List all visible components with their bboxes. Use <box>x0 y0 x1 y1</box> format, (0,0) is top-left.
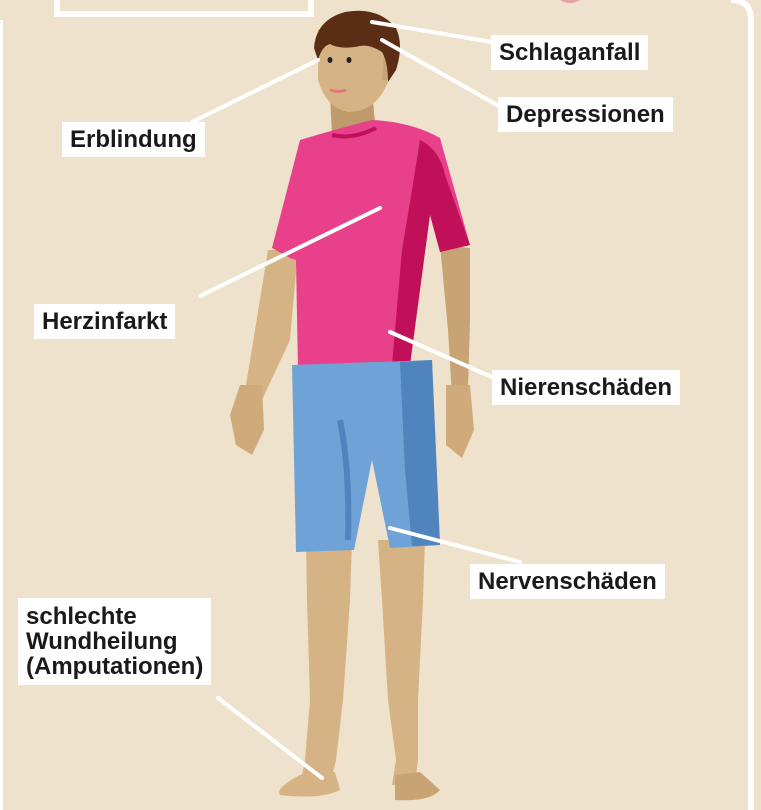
right-foot <box>395 772 440 800</box>
label-schlaganfall: Schlaganfall <box>491 35 648 70</box>
left-foot <box>279 772 340 797</box>
leader-erblindung <box>192 60 318 122</box>
label-herzinfarkt: Herzinfarkt <box>34 304 175 339</box>
left-leg <box>300 540 352 785</box>
right-arm <box>440 245 470 395</box>
top-caption-box <box>57 0 311 14</box>
left-arm <box>246 250 298 405</box>
person-figure <box>230 11 474 801</box>
leader-depressionen <box>382 40 506 110</box>
eye <box>347 57 352 63</box>
right-hand <box>446 385 474 458</box>
top-right-decor <box>560 0 580 3</box>
mouth <box>330 90 346 92</box>
label-erblindung: Erblindung <box>62 122 205 157</box>
leader-wundheilung <box>218 698 322 778</box>
eye <box>328 57 333 63</box>
label-nervenschaeden: Nervenschäden <box>470 564 665 599</box>
right-leg <box>378 540 425 785</box>
label-depressionen: Depressionen <box>498 97 673 132</box>
label-nierenschaeden: Nierenschäden <box>492 370 680 405</box>
label-wundheilung: schlechte Wundheilung (Amputationen) <box>18 598 211 685</box>
left-hand <box>230 385 264 455</box>
